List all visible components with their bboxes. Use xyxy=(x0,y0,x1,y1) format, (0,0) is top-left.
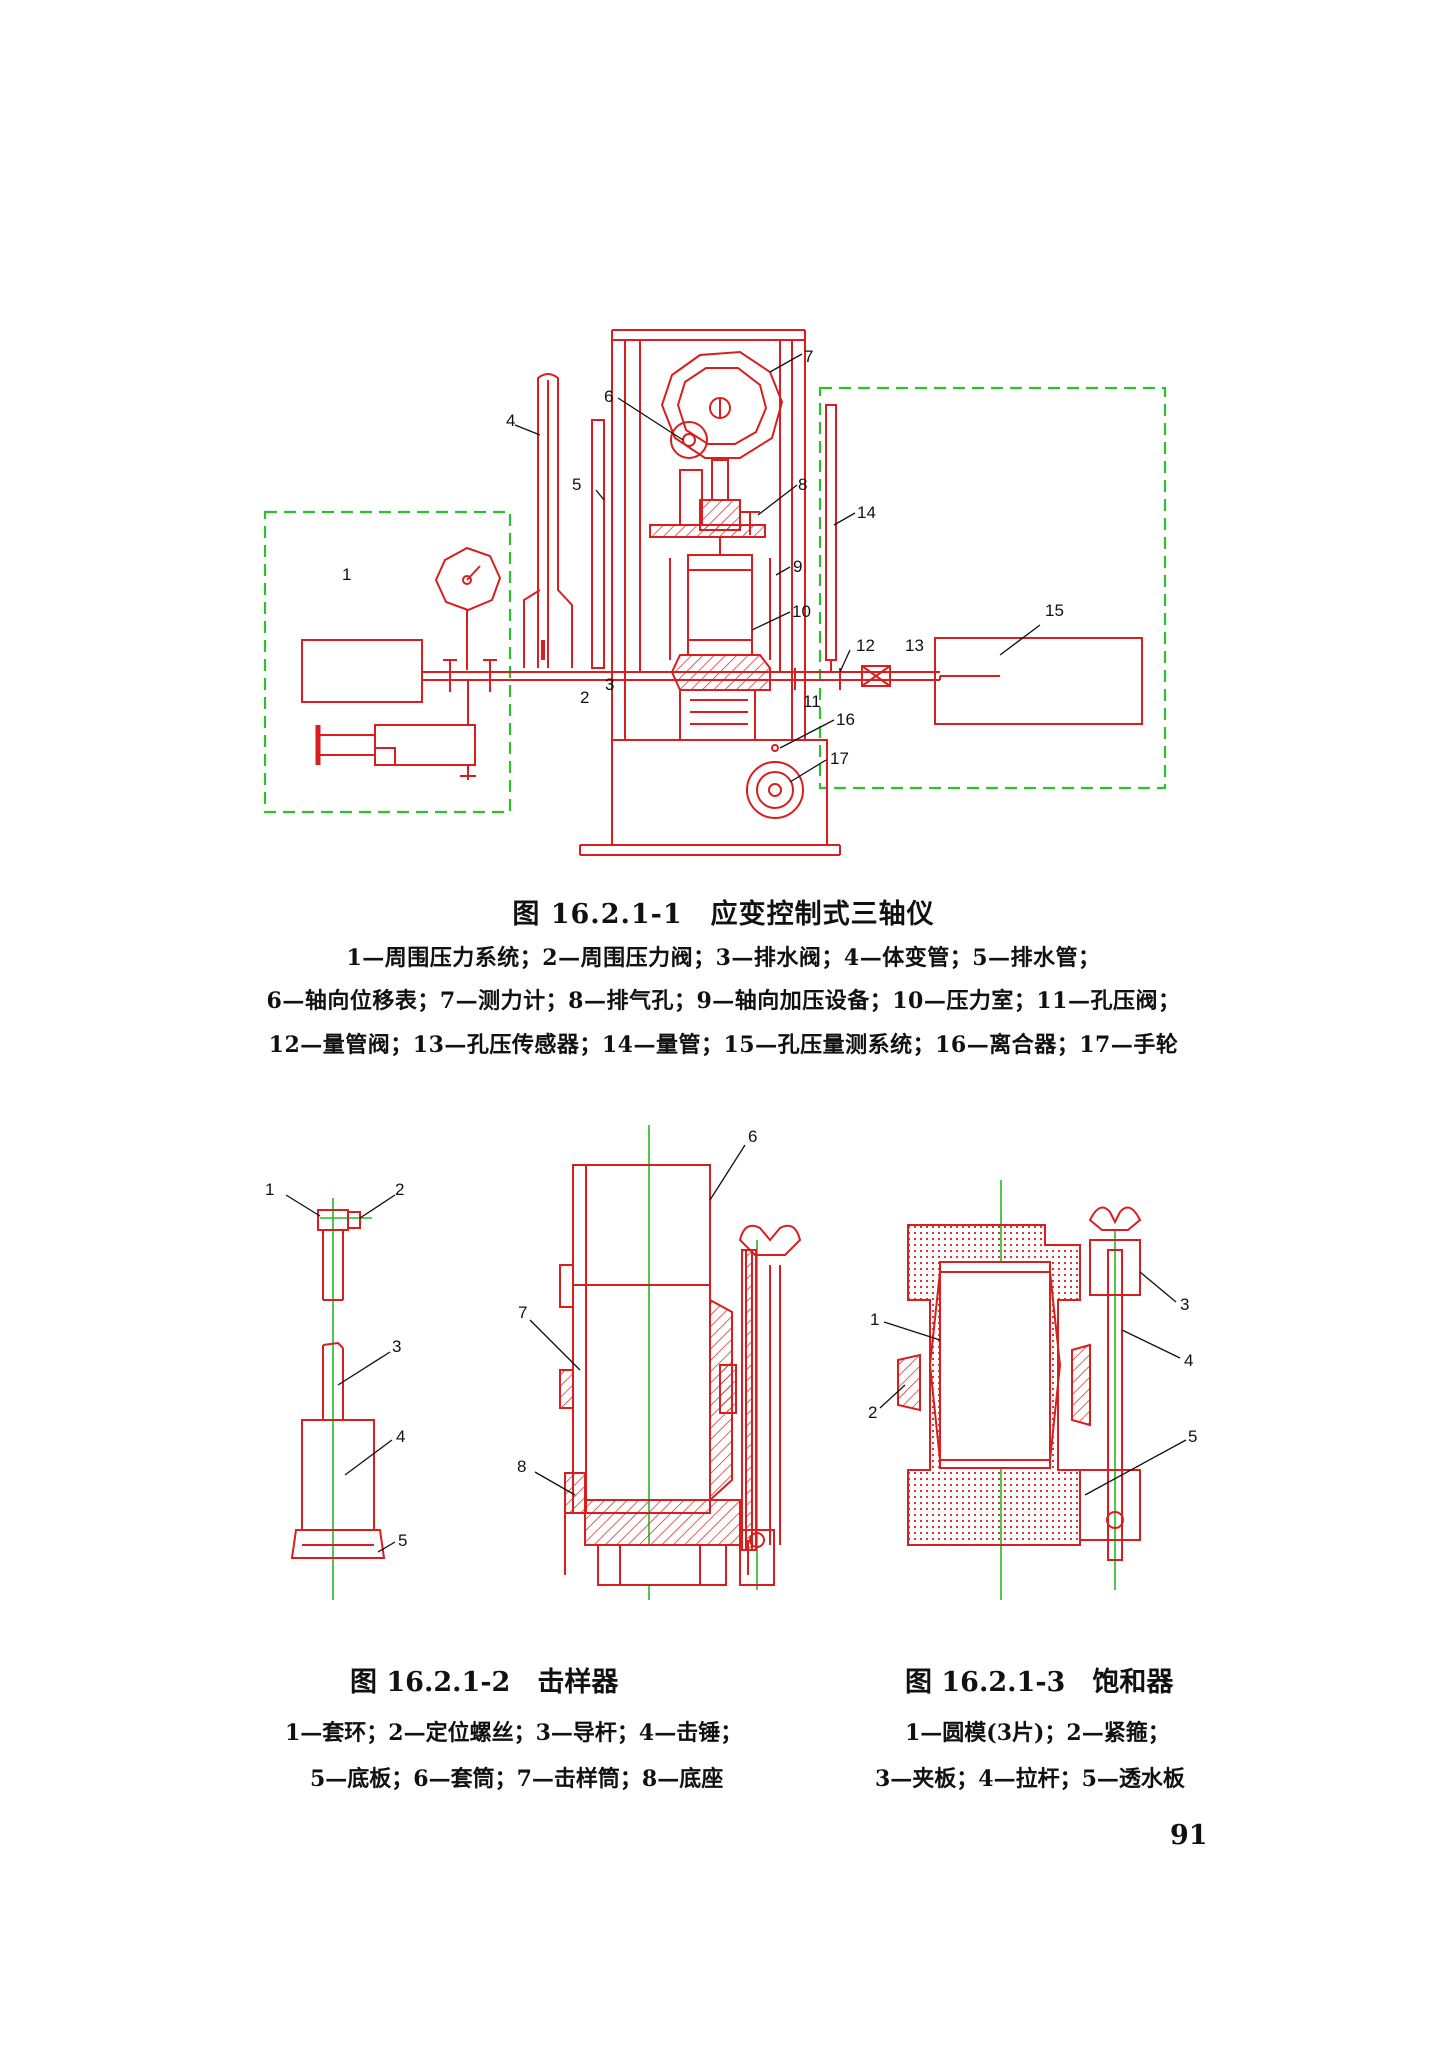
saturator-callout-3: 3 xyxy=(1180,1295,1189,1314)
callout-7: 7 xyxy=(804,347,813,366)
figure2-caption: 图 16.2.1-2 击样器 1—套环；2—定位螺丝；3—导杆；4—击锤； 5—… xyxy=(270,1660,790,1793)
callout-6: 6 xyxy=(604,387,613,406)
callout-12: 12 xyxy=(856,636,875,655)
figure3-legend-line2: 3—夹板；4—拉杆；5—透水板 xyxy=(875,1766,1185,1792)
callout-16: 16 xyxy=(836,710,855,729)
callout-5: 5 xyxy=(572,475,581,494)
figure1-legend-line2: 6—轴向位移表；7—测力计；8—排气孔；9—轴向加压设备；10—压力室；11—孔… xyxy=(266,988,1181,1014)
callout-14: 14 xyxy=(857,503,876,522)
figure3-title: 图 16.2.1-3 饱和器 xyxy=(905,1667,1174,1698)
saturator-callout-2: 2 xyxy=(868,1403,877,1422)
saturator-callout-5: 5 xyxy=(1188,1427,1197,1446)
figure3-caption: 图 16.2.1-3 饱和器 1—圆模(3片)；2—紧箍； 3—夹板；4—拉杆；… xyxy=(860,1660,1240,1793)
figure1-title: 图 16.2.1-1 应变控制式三轴仪 xyxy=(512,899,935,930)
triaxial-diagram: 1 2 3 4 5 6 7 8 9 10 11 12 13 14 15 16 1… xyxy=(263,329,1167,856)
compactor-callout-8: 8 xyxy=(517,1457,526,1476)
compactor-callout-7: 7 xyxy=(518,1303,527,1322)
compactor-and-saturator-diagrams: 1 2 3 4 5 6 7 8 1 2 3 4 5 xyxy=(265,1125,1197,1600)
saturator-callout-1: 1 xyxy=(870,1310,879,1329)
callout-10: 10 xyxy=(792,602,811,621)
figure2-title: 图 16.2.1-2 击样器 xyxy=(350,1667,619,1698)
page-number: 91 xyxy=(1170,1820,1208,1851)
figure1-legend-line3: 12—量管阀；13—孔压传感器；14—量管；15—孔压量测系统；16—离合器；1… xyxy=(268,1032,1179,1058)
callout-1: 1 xyxy=(342,565,351,584)
figure2-legend-line1: 1—套环；2—定位螺丝；3—导杆；4—击锤； xyxy=(285,1720,743,1746)
figure2-legend-line2: 5—底板；6—套筒；7—击样筒；8—底座 xyxy=(310,1766,724,1792)
figure1-legend-line1: 1—周围压力系统；2—周围压力阀；3—排水阀；4—体变管；5—排水管； xyxy=(346,945,1101,971)
compactor-callout-5: 5 xyxy=(398,1531,407,1550)
compactor-callout-1: 1 xyxy=(265,1180,274,1199)
callout-3: 3 xyxy=(605,675,614,694)
callout-17: 17 xyxy=(830,749,849,768)
compactor-callout-4: 4 xyxy=(396,1427,405,1446)
callout-2: 2 xyxy=(580,688,589,707)
compactor-callout-6: 6 xyxy=(748,1127,757,1146)
callout-11: 11 xyxy=(803,692,821,711)
figure3-legend-line1: 1—圆模(3片)；2—紧箍； xyxy=(905,1720,1170,1746)
callout-13: 13 xyxy=(905,636,924,655)
compactor-callout-2: 2 xyxy=(395,1180,404,1199)
callout-8: 8 xyxy=(798,475,807,494)
callout-15: 15 xyxy=(1045,601,1064,620)
compactor-callout-3: 3 xyxy=(392,1337,401,1356)
saturator-callout-4: 4 xyxy=(1184,1351,1193,1370)
callout-9: 9 xyxy=(793,557,802,576)
callout-4: 4 xyxy=(506,411,515,430)
